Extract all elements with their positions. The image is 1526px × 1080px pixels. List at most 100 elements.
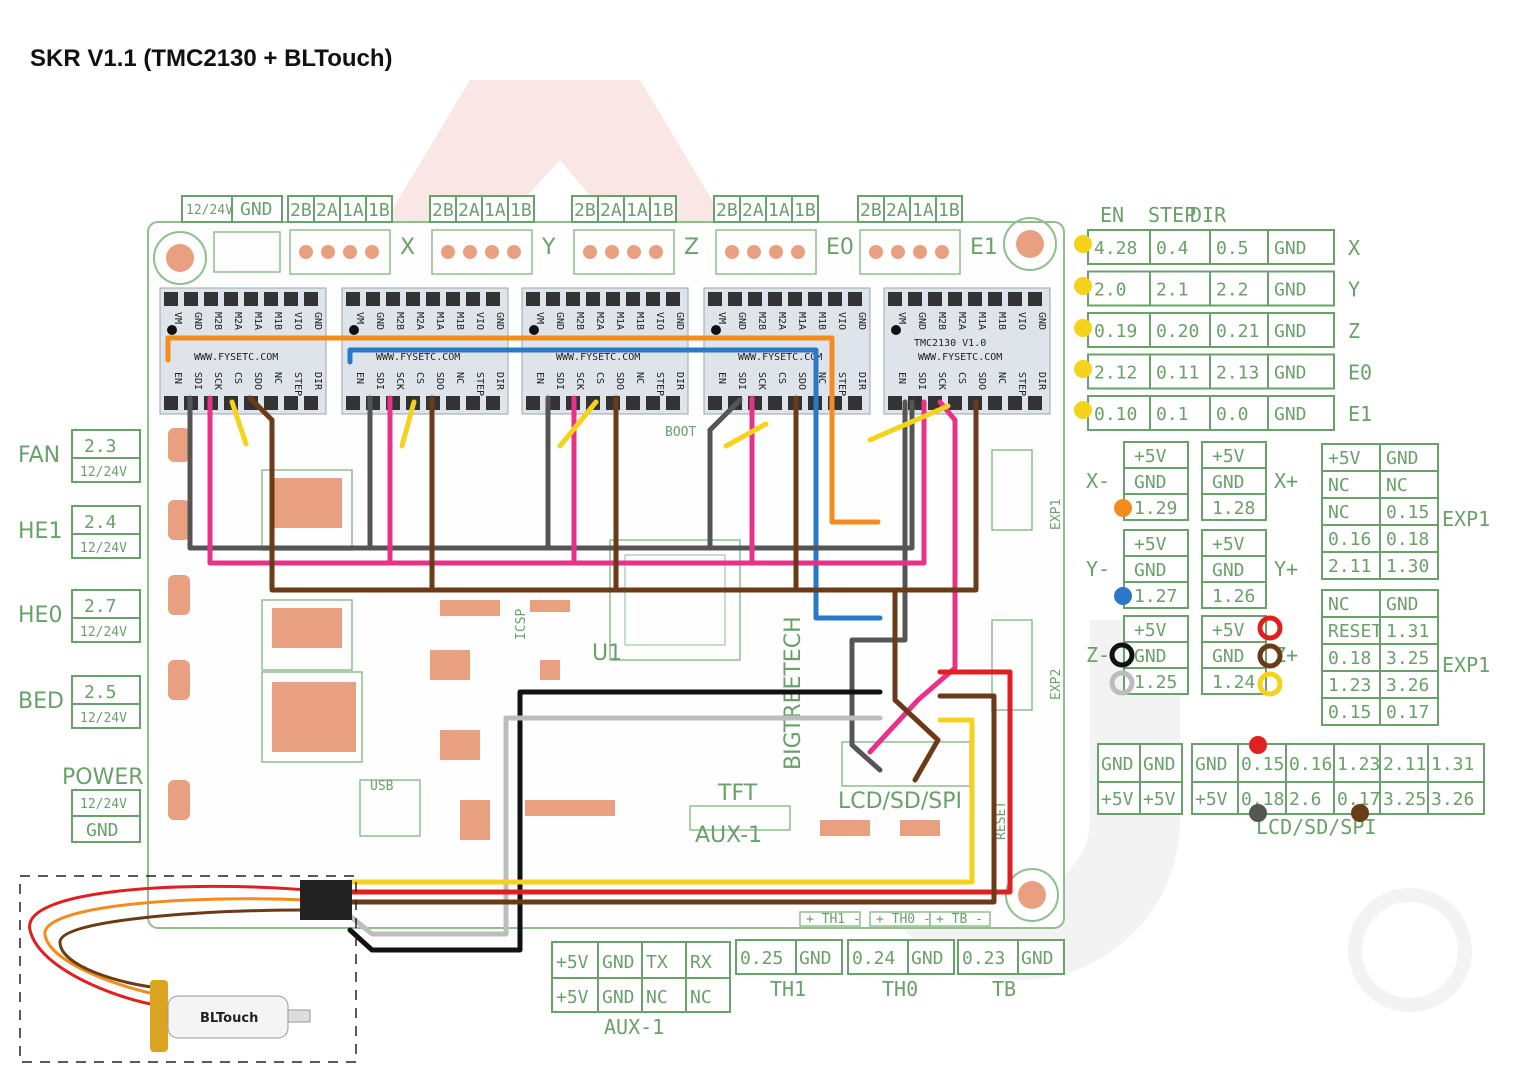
- exp2-value: 3.26: [1386, 675, 1429, 696]
- driver-pin: [646, 396, 660, 410]
- endstop-right-value: 1.26: [1212, 586, 1255, 607]
- endstop-left-label: X-: [1086, 469, 1110, 493]
- motor-pin-label: 1B: [938, 200, 960, 221]
- driver-site-label: WWW.FYSETC.COM: [376, 352, 460, 363]
- driver-pin-top-label: M1A: [976, 312, 987, 330]
- therm-cell: [1017, 939, 1065, 975]
- aux-row1-value: TX: [646, 952, 668, 973]
- driver-pin-top-label: M1A: [796, 312, 807, 330]
- lcd-row1-value: 0.16: [1289, 754, 1332, 775]
- driver-pin-top-label: M2B: [394, 312, 405, 330]
- motor-pad: [627, 245, 641, 259]
- motor-pin-label: 2A: [316, 200, 338, 221]
- driver-pot: [167, 325, 177, 335]
- lcd-row1-value: 1.31: [1431, 754, 1474, 775]
- aux-cell: [551, 941, 599, 979]
- pin-table-value: 0.5: [1216, 238, 1249, 259]
- driver-pin: [748, 292, 762, 306]
- gray-dot: [1249, 804, 1267, 822]
- driver-pin: [366, 292, 380, 306]
- driver-pin: [968, 292, 982, 306]
- driver-pin-top-label: M2B: [574, 312, 585, 330]
- pin-table-value: 0.4: [1156, 238, 1189, 259]
- motor-pin-cell: [857, 195, 885, 223]
- wire-brown-bl: [347, 693, 997, 905]
- motor-pin-label: 2A: [886, 200, 908, 221]
- driver-pin: [888, 396, 902, 410]
- lcd-row1-value: GND: [1195, 754, 1228, 775]
- driver-pin-top-label: M1B: [634, 312, 645, 330]
- endstop-left-label: Y-: [1086, 557, 1110, 581]
- driver-pin: [1008, 292, 1022, 306]
- endstop-left-label: Z-: [1086, 643, 1110, 667]
- driver-pin-top-label: GND: [312, 312, 323, 330]
- driver-pin: [626, 396, 640, 410]
- motor-pin-label: 1A: [342, 200, 364, 221]
- motor-pin-label: 1A: [912, 200, 934, 221]
- motor-axis-label: E0: [826, 235, 854, 260]
- motor-pin-cell: [455, 195, 483, 223]
- driver-pin-top-label: M1A: [434, 312, 445, 330]
- driver-pin: [666, 292, 680, 306]
- therm-cell: [907, 939, 955, 975]
- driver-pin-top-label: GND: [674, 312, 685, 330]
- lcd-table-cell: [1427, 743, 1485, 783]
- driver-pin-top-label: M2A: [594, 312, 605, 330]
- wire-gray: [187, 395, 915, 773]
- driver-pin: [848, 292, 862, 306]
- driver-pin-bottom-label: SDI: [554, 372, 565, 390]
- motor-pad: [463, 245, 477, 259]
- driver-pin: [526, 396, 540, 410]
- aux-row2-value: NC: [646, 987, 668, 1008]
- yellow-dot: [1074, 401, 1092, 419]
- motor-pin-cell: [883, 195, 911, 223]
- lcd-table-cell: [1139, 743, 1183, 783]
- pin-table-header: DIR: [1190, 203, 1227, 227]
- driver-pin-bottom-label: NC: [634, 372, 645, 384]
- motor-pin-cell: [507, 195, 535, 223]
- lcd-row2-value: 0.17: [1337, 789, 1380, 810]
- driver-pin: [728, 292, 742, 306]
- reset-label: RESET: [994, 801, 1009, 840]
- pin-table-cell: [1087, 270, 1151, 307]
- pin-table-axis: E1: [1348, 402, 1372, 426]
- driver-pin: [928, 396, 942, 410]
- driver-pin: [708, 292, 722, 306]
- power-row-1: 12/24V: [80, 797, 127, 812]
- driver-pin: [264, 396, 278, 410]
- pin-table-header: STEP: [1148, 203, 1196, 227]
- driver-pin: [586, 292, 600, 306]
- driver-pin-bottom-label: SDO: [976, 372, 987, 390]
- driver-pin: [888, 292, 902, 306]
- driver-pin-bottom-label: NC: [272, 372, 283, 384]
- connector-cell: [71, 703, 141, 729]
- pin-table-cell: [1149, 353, 1211, 390]
- motor-socket: [573, 229, 675, 275]
- motor-pin-cell: [649, 195, 677, 223]
- driver-pin-bottom-label: SCK: [574, 372, 585, 390]
- exp1-cell: [1321, 497, 1381, 526]
- exp2-value: NC: [1328, 594, 1350, 615]
- endstop-right-value: GND: [1212, 560, 1245, 581]
- aux-cell: [641, 977, 687, 1013]
- therm-cell: [735, 939, 797, 975]
- power-connector: POWER 12/24V GND: [62, 765, 144, 843]
- endstop-cell: [1201, 615, 1267, 643]
- pin-table-cell: [1149, 395, 1211, 431]
- pin-table-value: 2.2: [1216, 280, 1249, 301]
- exp1-cell: [1321, 551, 1381, 580]
- aux-row1-value: +5V: [556, 952, 589, 973]
- therm-name: TH0: [882, 977, 918, 1001]
- aux-cell: [641, 941, 687, 979]
- driver-pin: [486, 292, 500, 306]
- driver-pin: [666, 396, 680, 410]
- driver-pin-top-label: VM: [354, 312, 365, 324]
- driver-model-label: TMC2130 V1.0: [914, 338, 986, 349]
- driver-site-label: WWW.FYSETC.COM: [738, 352, 822, 363]
- driver-pin-top-label: GND: [192, 312, 203, 330]
- endstop-cell: [1123, 555, 1189, 583]
